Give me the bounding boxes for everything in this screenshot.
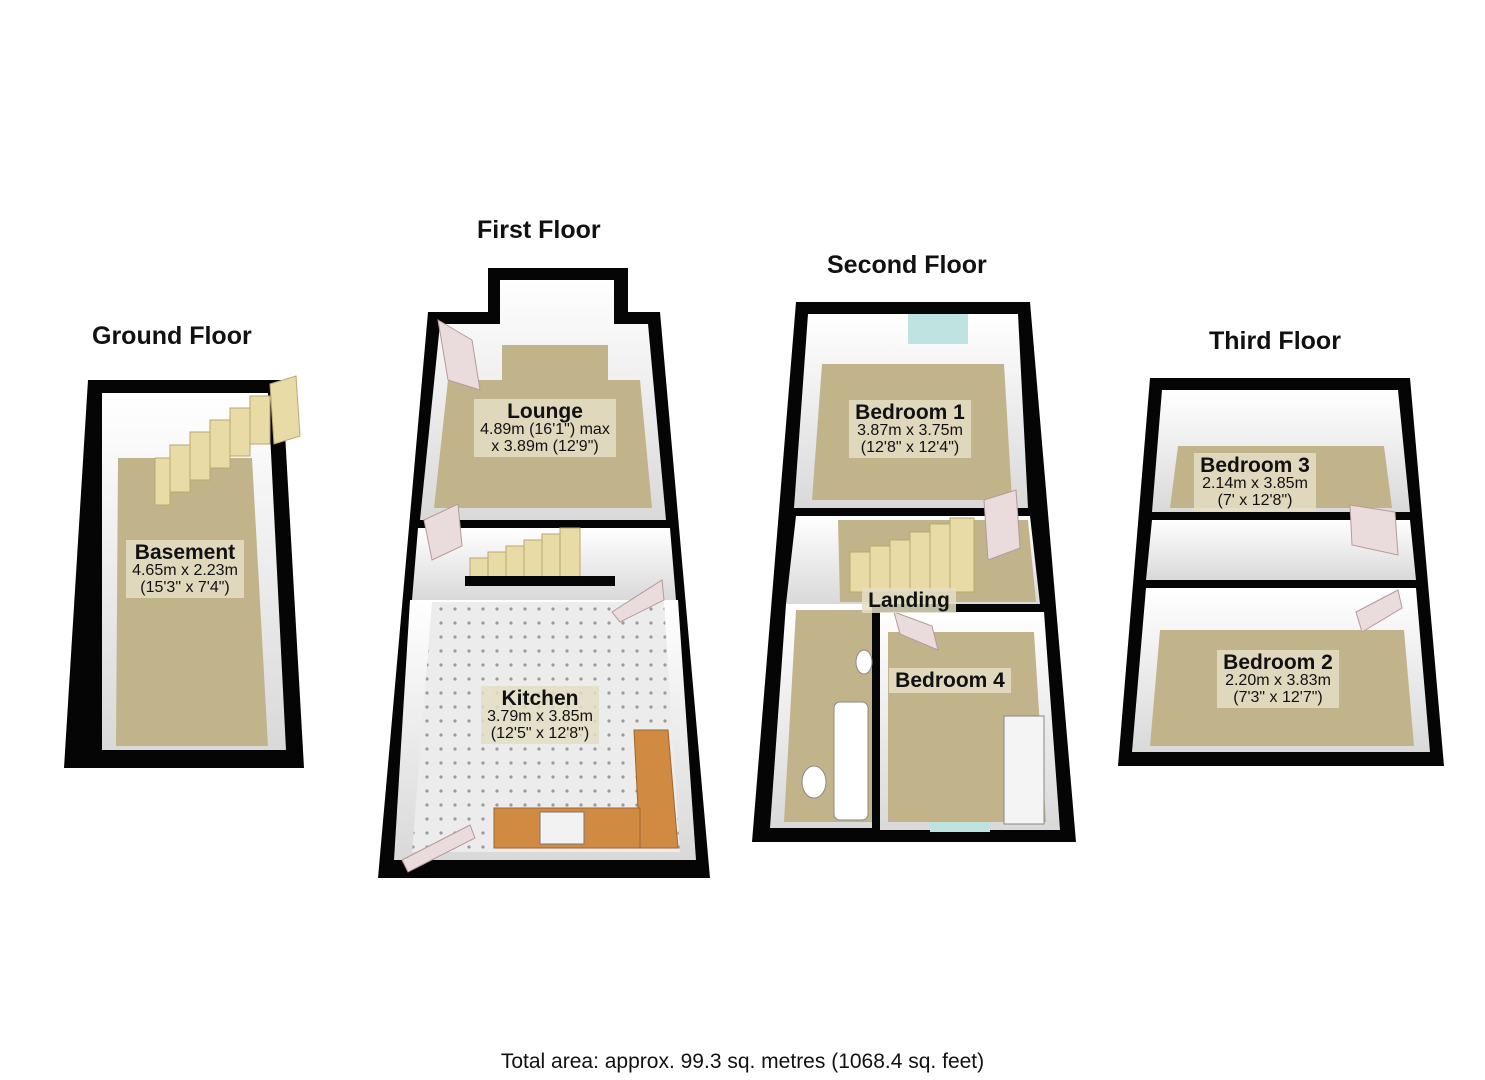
kitchen-worktop bbox=[493, 729, 679, 849]
room-dimensions-metric: 3.79m x 3.85m bbox=[487, 708, 593, 726]
room-label-basement: Basement 4.65m x 2.23m (15'3" x 7'4") bbox=[110, 540, 260, 599]
room-dimensions-metric: 3.87m x 3.75m bbox=[857, 422, 963, 440]
bedroom-4-wardrobe bbox=[1003, 715, 1045, 825]
third-floor-plan bbox=[1118, 378, 1444, 766]
second-floor-stairs bbox=[849, 517, 975, 593]
room-label-bedroom-2: Bedroom 2 2.20m x 3.83m (7'3" x 12'7") bbox=[1203, 650, 1353, 709]
room-name: Bedroom 1 bbox=[855, 401, 965, 424]
room-label-bedroom-3: Bedroom 3 2.14m x 3.85m (7' x 12'8") bbox=[1180, 453, 1330, 512]
ground-floor-plan bbox=[64, 375, 304, 768]
room-label-lounge: Lounge 4.89m (16'1") max x 3.89m (12'9") bbox=[455, 399, 635, 458]
toilet bbox=[801, 765, 827, 799]
room-name: Bedroom 4 bbox=[895, 669, 1005, 692]
third-floor-title: Third Floor bbox=[1209, 327, 1341, 355]
room-dimensions-imperial: x 3.89m (12'9") bbox=[491, 437, 599, 455]
basin bbox=[855, 649, 873, 675]
second-floor-title: Second Floor bbox=[827, 251, 987, 279]
room-label-bedroom-4: Bedroom 4 bbox=[878, 668, 1022, 694]
first-floor-plan bbox=[378, 268, 710, 878]
room-dimensions-metric: 2.14m x 3.85m bbox=[1202, 475, 1308, 493]
room-label-landing: Landing bbox=[854, 588, 964, 614]
total-area: Total area: approx. 99.3 sq. metres (106… bbox=[500, 1050, 985, 1073]
second-floor-plan bbox=[752, 302, 1076, 842]
bathtub bbox=[833, 701, 869, 821]
kitchen-sink bbox=[539, 811, 585, 845]
room-dimensions-imperial: (12'8" x 12'4") bbox=[860, 438, 960, 456]
room-dimensions-imperial: (7' x 12'8") bbox=[1217, 491, 1293, 509]
lounge-door bbox=[437, 319, 481, 391]
bedroom-1-window bbox=[908, 314, 968, 344]
room-dimensions-imperial: (15'3" x 7'4") bbox=[140, 578, 230, 596]
ground-floor-title: Ground Floor bbox=[92, 322, 252, 350]
basement-stairs bbox=[154, 375, 301, 506]
room-name: Bedroom 2 bbox=[1223, 651, 1333, 674]
room-dimensions-metric: 4.89m (16'1") max bbox=[480, 421, 610, 439]
first-floor-title: First Floor bbox=[477, 216, 601, 244]
room-name: Bedroom 3 bbox=[1200, 454, 1310, 477]
room-dimensions-metric: 2.20m x 3.83m bbox=[1225, 672, 1331, 690]
room-label-kitchen: Kitchen 3.79m x 3.85m (12'5" x 12'8") bbox=[465, 686, 615, 745]
room-name: Landing bbox=[868, 589, 950, 612]
room-name: Lounge bbox=[507, 400, 583, 423]
room-label-bedroom-1: Bedroom 1 3.87m x 3.75m (12'8" x 12'4") bbox=[835, 400, 985, 459]
room-dimensions-imperial: (7'3" x 12'7") bbox=[1233, 688, 1323, 706]
room-dimensions-imperial: (12'5" x 12'8") bbox=[490, 724, 590, 742]
room-name: Basement bbox=[134, 541, 236, 564]
room-name: Kitchen bbox=[501, 687, 579, 710]
room-dimensions-metric: 4.65m x 2.23m bbox=[132, 562, 238, 580]
